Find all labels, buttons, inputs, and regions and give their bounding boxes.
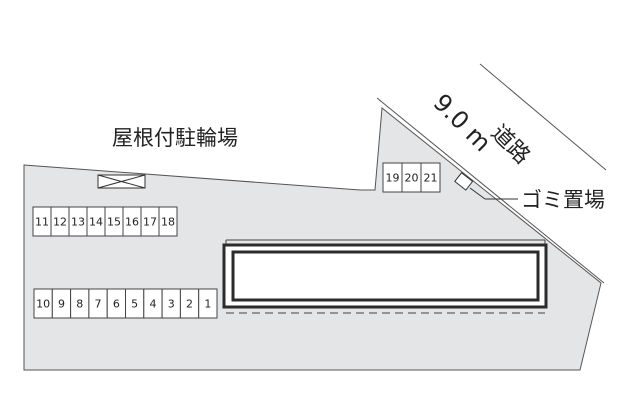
parking-space-number: 20 xyxy=(405,171,419,184)
bicycle-parking-label: 屋根付駐輪場 xyxy=(112,126,238,150)
parking-space-3: 3 xyxy=(161,288,181,319)
parking-space-10: 10 xyxy=(33,288,53,319)
parking-space-number: 13 xyxy=(71,215,85,228)
parking-space-number: 12 xyxy=(53,215,67,228)
parking-space-7: 7 xyxy=(88,288,108,319)
road-boundary xyxy=(376,97,605,284)
parking-space-2: 2 xyxy=(179,288,200,319)
parking-space-5: 5 xyxy=(125,288,145,319)
parking-space-17: 17 xyxy=(140,206,160,237)
parking-space-number: 17 xyxy=(143,215,157,228)
parking-space-number: 6 xyxy=(113,297,120,310)
parking-space-1: 1 xyxy=(198,288,218,319)
parking-space-number: 10 xyxy=(36,297,50,310)
garbage-area-label: ゴミ置場 xyxy=(521,188,605,212)
garbage-area-symbol xyxy=(454,172,518,200)
parking-space-number: 18 xyxy=(161,215,175,228)
parking-space-number: 21 xyxy=(424,171,438,184)
parking-space-number: 7 xyxy=(95,297,102,310)
road-edge xyxy=(479,63,607,171)
parking-space-number: 16 xyxy=(125,215,139,228)
building xyxy=(222,239,548,314)
parking-space-number: 5 xyxy=(131,297,138,310)
parking-space-21: 21 xyxy=(420,162,441,193)
parking-space-number: 3 xyxy=(168,297,175,310)
parking-space-20: 20 xyxy=(401,162,422,193)
parking-space-number: 4 xyxy=(149,297,156,310)
parking-space-number: 8 xyxy=(76,297,83,310)
parking-space-number: 11 xyxy=(35,215,49,228)
parking-space-number: 1 xyxy=(204,297,211,310)
parking-space-number: 14 xyxy=(89,215,103,228)
parking-space-13: 13 xyxy=(68,206,88,237)
road-width-label: 9.0 m xyxy=(428,88,497,157)
parking-space-15: 15 xyxy=(104,206,124,237)
parking-space-6: 6 xyxy=(106,288,126,319)
parking-space-number: 19 xyxy=(386,171,400,184)
parking-space-11: 11 xyxy=(32,206,52,237)
parking-row-top: 11 12 13 14 15 16 17 18 xyxy=(32,206,178,237)
parking-space-16: 16 xyxy=(122,206,142,237)
parking-space-number: 9 xyxy=(58,297,65,310)
road-name-label: 道路 xyxy=(486,121,535,170)
parking-space-4: 4 xyxy=(143,288,163,319)
parking-space-number: 15 xyxy=(107,215,121,228)
parking-space-18: 18 xyxy=(158,206,178,237)
bicycle-parking-symbol xyxy=(97,174,146,189)
parking-space-9: 9 xyxy=(51,288,72,319)
parking-space-19: 19 xyxy=(382,162,403,193)
parking-space-number: 2 xyxy=(186,297,193,310)
parking-row-right: 19 20 21 xyxy=(382,162,441,193)
parking-space-12: 12 xyxy=(50,206,70,237)
parking-space-14: 14 xyxy=(86,206,106,237)
parking-space-8: 8 xyxy=(70,288,90,319)
